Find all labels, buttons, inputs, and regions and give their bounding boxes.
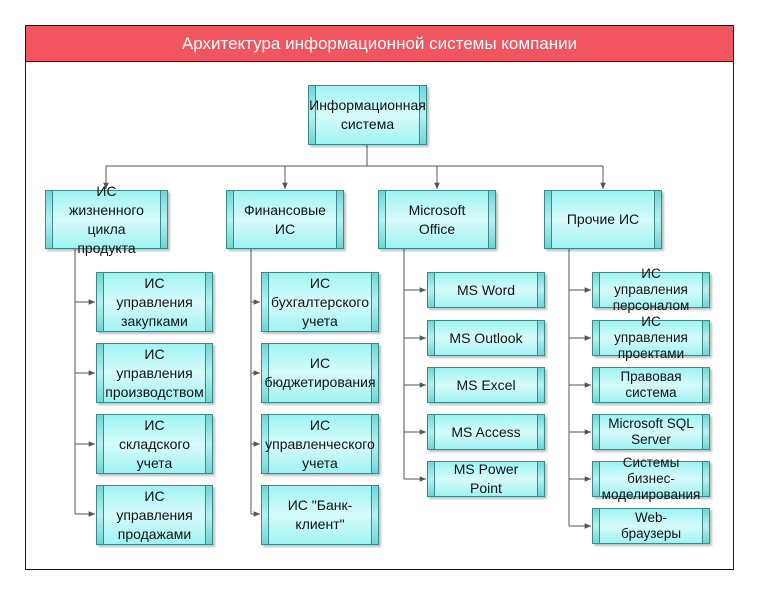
- child-node-label: MS Word: [456, 281, 516, 298]
- column-node-label: Microsoft Office: [408, 201, 466, 237]
- child-node-label: ИС управления проектами: [614, 314, 688, 361]
- child-node[interactable]: ИС управления проектами: [592, 314, 710, 361]
- child-node[interactable]: Правовая система: [592, 367, 710, 403]
- child-node-label: MS Access: [451, 423, 521, 440]
- child-node[interactable]: ИС управления производством: [96, 343, 213, 403]
- column-node-label: ИС жизненного цикла продукта: [69, 182, 144, 256]
- child-node[interactable]: Системы бизнес-моделирования: [592, 455, 710, 502]
- child-node-label: ИС управления продажами: [116, 487, 193, 542]
- child-node[interactable]: MS Outlook: [427, 320, 545, 356]
- child-node[interactable]: Microsoft SQL Server: [592, 414, 710, 450]
- child-node-label: Системы бизнес-моделирования: [601, 455, 701, 502]
- child-node[interactable]: MS Power Point: [427, 461, 545, 497]
- child-node-label: ИС управленческого учета: [265, 416, 375, 471]
- child-node-label: ИС бухгалтерского учета: [271, 274, 369, 329]
- column-node-finance[interactable]: Финансовые ИС: [226, 190, 344, 249]
- root-node[interactable]: Информационная система: [308, 85, 427, 145]
- child-node[interactable]: ИС бухгалтерского учета: [261, 272, 379, 332]
- child-node[interactable]: ИС управления продажами: [96, 485, 213, 545]
- child-node[interactable]: ИС управления закупками: [96, 272, 213, 332]
- child-node-label: ИС бюджетирования: [264, 355, 376, 390]
- child-node[interactable]: MS Word: [427, 272, 545, 308]
- child-node[interactable]: ИС бюджетирования: [261, 343, 379, 403]
- child-node[interactable]: ИС складского учета: [96, 414, 213, 474]
- child-node[interactable]: Web-браузеры: [592, 508, 710, 544]
- diagram-title: Архитектура информационной системы компа…: [26, 26, 733, 62]
- column-node-lifecycle[interactable]: ИС жизненного цикла продукта: [45, 183, 168, 256]
- child-node-label: Microsoft SQL Server: [608, 416, 694, 447]
- root-node-label: Информационная система: [309, 97, 426, 132]
- child-node[interactable]: ИС управления персоналом: [592, 266, 710, 313]
- child-node-label: ИС складского учета: [118, 416, 191, 471]
- column-node-other[interactable]: Прочие ИС: [544, 190, 662, 249]
- child-node-label: ИС управления персоналом: [612, 266, 690, 313]
- child-node[interactable]: MS Access: [427, 414, 545, 450]
- child-node-label: MS Power Point: [453, 461, 519, 496]
- child-node-label: Правовая система: [620, 369, 682, 400]
- column-node-label: Финансовые ИС: [244, 201, 326, 237]
- child-node-label: ИС "Банк-клиент": [287, 497, 353, 532]
- child-node-label: MS Outlook: [449, 329, 523, 346]
- child-node[interactable]: ИС управленческого учета: [261, 414, 379, 474]
- child-node-label: Web-браузеры: [620, 510, 682, 541]
- child-node[interactable]: MS Excel: [427, 367, 545, 403]
- child-node-label: ИС управления закупками: [116, 274, 193, 329]
- column-node-label: Прочие ИС: [566, 211, 640, 227]
- child-node[interactable]: ИС "Банк-клиент": [261, 485, 379, 545]
- child-node-label: ИС управления производством: [105, 345, 204, 400]
- column-node-msoffice[interactable]: Microsoft Office: [378, 190, 496, 249]
- child-node-label: MS Excel: [456, 376, 516, 393]
